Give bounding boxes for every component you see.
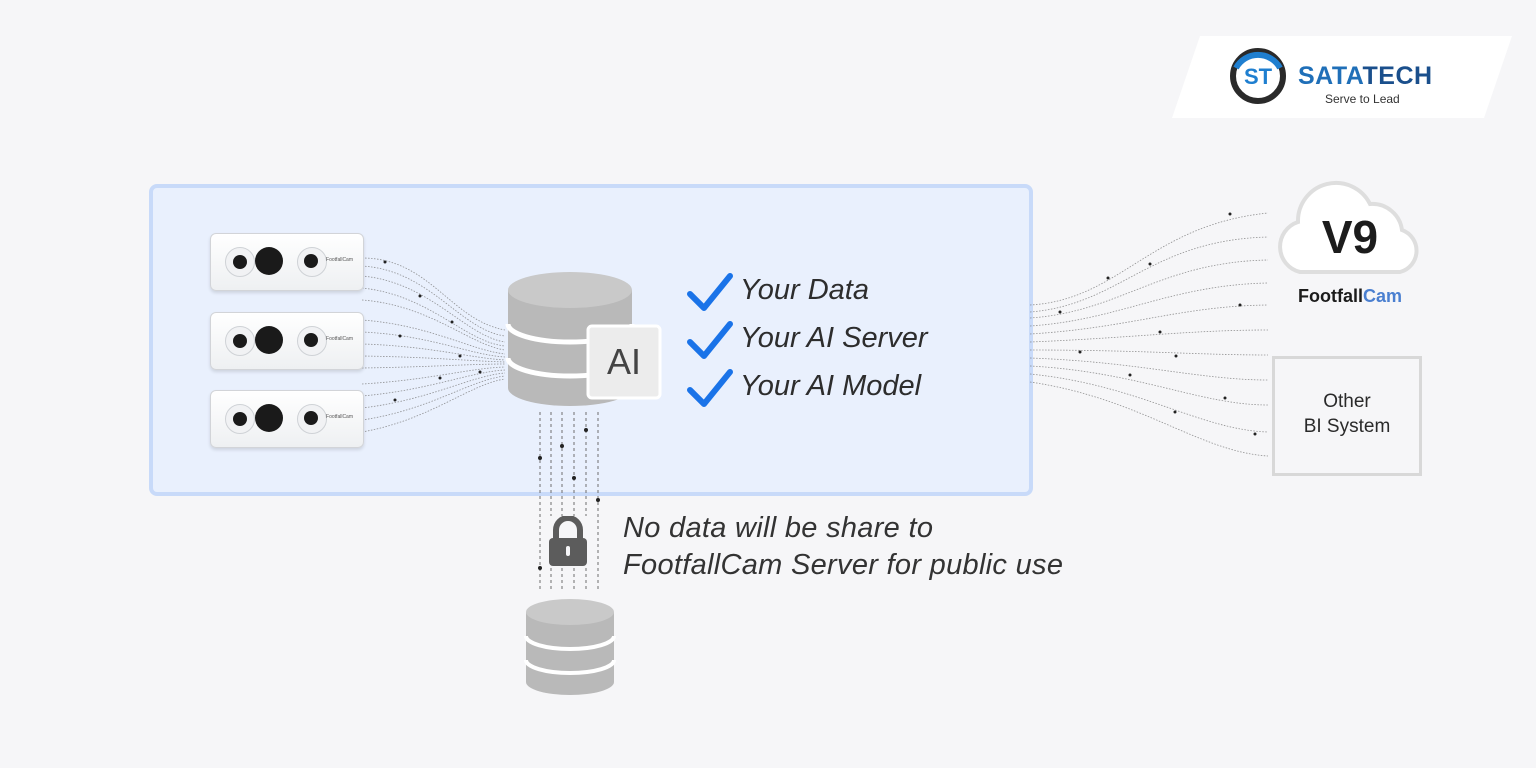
brand-name: SATATECH [1298,62,1433,91]
brand-name-part2: TECH [1362,62,1433,90]
checkmark-icon [687,321,733,359]
camera-device: FootfallCam [210,390,364,448]
camera-brand-label: FootfallCam [326,257,353,263]
camera-brand-label: FootfallCam [326,414,353,420]
check-label-server: Your AI Server [740,322,928,354]
brand-tagline: Serve to Lead [1325,92,1400,106]
footfallcam-brand-label: FootfallCam [1275,286,1425,307]
satatech-logo-icon: ST [1230,48,1286,104]
bi-system-label-line1: Other [1323,391,1371,412]
privacy-text-line1: No data will be share to [623,512,934,544]
brand-name-part1: SATA [1298,62,1363,90]
checkmark-icon [687,369,733,407]
bi-system-label-line2: BI System [1303,416,1391,437]
other-bi-system-box [1272,356,1422,476]
footfallcam-brand-part1: Footfall [1297,286,1363,306]
packet-dots [383,212,1257,570]
camera-to-server-lines [361,257,506,433]
cloud-icon [1278,180,1419,274]
camera-brand-label: FootfallCam [326,336,353,342]
ai-server-database-icon: AI [505,272,662,406]
lock-icon [546,516,590,568]
brand-tag [1172,36,1512,118]
footfallcam-brand-part2: Cam [1362,286,1402,306]
local-storage-database-icon [524,599,616,695]
privacy-text-line2: FootfallCam Server for public use [623,549,1064,581]
cloud-version-label: V9 [1321,211,1379,263]
camera-device: FootfallCam [210,233,364,291]
camera-device: FootfallCam [210,312,364,370]
server-to-destinations-lines [1029,212,1269,457]
ai-badge-text: AI [607,341,641,382]
checkmark-icon [687,273,733,311]
check-label-data: Your Data [740,274,869,306]
check-label-model: Your AI Model [740,370,922,402]
logo-letters: ST [1244,64,1273,89]
